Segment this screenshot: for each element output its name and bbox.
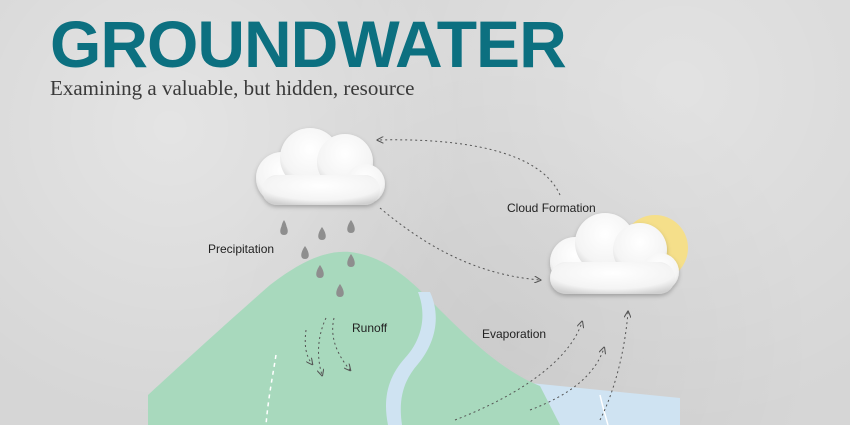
label-evaporation: Evaporation <box>482 327 546 341</box>
raindrop-icon <box>301 246 309 259</box>
raindrops <box>280 220 355 297</box>
arrow-evaporation-2 <box>529 348 604 411</box>
arrow-evaporation-3 <box>599 312 628 421</box>
arrow-cloud-to-cloud <box>378 140 561 196</box>
arrow-runoff-2 <box>332 317 350 370</box>
flow-arrows <box>304 140 628 421</box>
arrow-rain-cloud-to-sun-cloud <box>379 207 540 280</box>
raindrop-icon <box>336 284 344 297</box>
page-subtitle: Examining a valuable, but hidden, resour… <box>50 76 415 100</box>
rain-cloud-icon <box>256 128 385 205</box>
raindrop-icon <box>316 265 324 278</box>
raindrop-icon <box>280 222 288 235</box>
label-runoff: Runoff <box>352 321 388 335</box>
label-cloud-formation: Cloud Formation <box>507 201 596 215</box>
arrow-runoff-3 <box>304 329 312 364</box>
lake <box>520 382 680 425</box>
hill <box>148 251 560 425</box>
river <box>385 292 436 425</box>
label-precipitation: Precipitation <box>208 242 274 256</box>
sun-cloud-icon <box>550 213 679 294</box>
stream-line <box>265 354 277 425</box>
raindrop-icon <box>347 254 355 267</box>
shore-line <box>599 394 609 425</box>
raindrop-icon <box>318 227 326 240</box>
raindrop-icon <box>347 220 355 233</box>
page-title: GROUNDWATER <box>50 7 567 81</box>
arrow-evaporation-1 <box>454 322 582 421</box>
